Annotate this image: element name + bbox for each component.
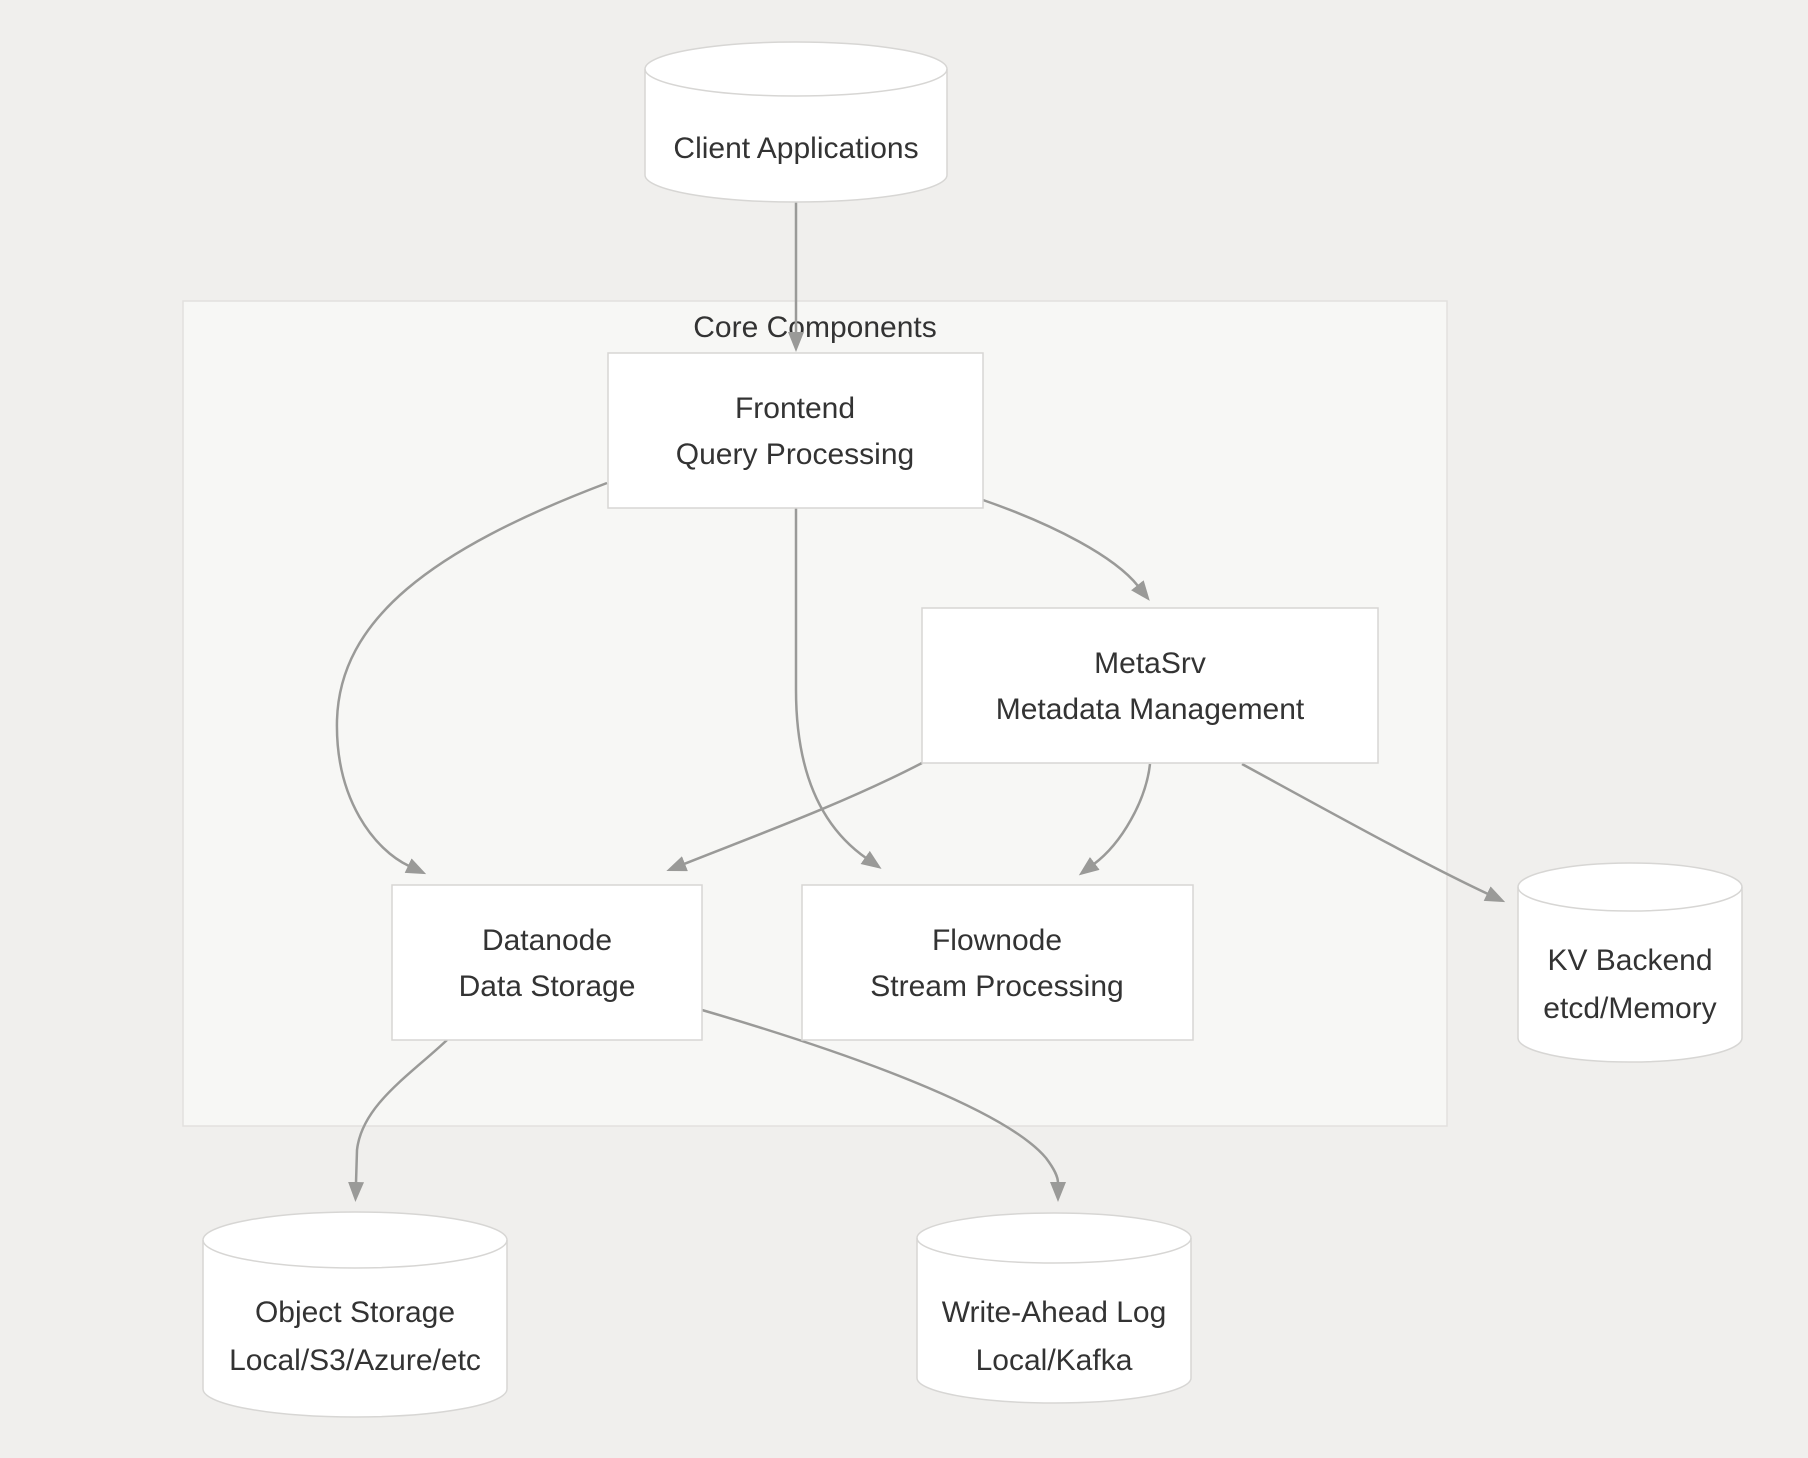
core-components-label: Core Components [693, 311, 936, 344]
write-ahead-log-label: Write-Ahead Log [942, 1296, 1167, 1329]
node-flownode: Flownode Stream Processing [801, 884, 1194, 1041]
edge-metasrv-kv-backend [1241, 762, 1506, 903]
kv-backend-cylinder-rim [1517, 886, 1743, 912]
node-write-ahead-log: Write-Ahead Log Local/Kafka [916, 1212, 1192, 1404]
edge-metasrv-datanode [666, 761, 923, 872]
node-object-storage: Object Storage Local/S3/Azure/etc [202, 1211, 508, 1418]
edge-metasrv-flownode [1078, 763, 1152, 876]
frontend-label: Frontend [735, 392, 855, 425]
edges-layer [335, 202, 1506, 1202]
node-frontend: Frontend Query Processing [607, 352, 984, 509]
node-datanode: Datanode Data Storage [391, 884, 703, 1041]
object-storage-cylinder-rim [202, 1239, 508, 1269]
frontend-box [607, 352, 984, 509]
edge-frontend-flownode [794, 508, 882, 869]
datanode-label: Datanode [482, 924, 612, 957]
write-ahead-log-cylinder-rim [916, 1237, 1192, 1264]
write-ahead-log-sublabel: Local/Kafka [976, 1344, 1133, 1377]
write-ahead-log-cylinder-icon [916, 1212, 1192, 1404]
datanode-sublabel: Data Storage [459, 970, 636, 1003]
edge-datanode-write-ahead-log [701, 1008, 1066, 1202]
edge-frontend-datanode [335, 481, 608, 875]
kv-backend-sublabel: etcd/Memory [1543, 992, 1716, 1025]
node-client-applications: Client Applications [644, 41, 948, 203]
flownode-sublabel: Stream Processing [870, 970, 1123, 1003]
metasrv-label: MetaSrv [1094, 647, 1206, 680]
node-metasrv: MetaSrv Metadata Management [921, 607, 1379, 764]
edge-frontend-metasrv [982, 498, 1150, 601]
object-storage-sublabel: Local/S3/Azure/etc [229, 1344, 481, 1377]
kv-backend-cylinder-icon [1517, 862, 1743, 1063]
metasrv-box [921, 607, 1379, 764]
metasrv-sublabel: Metadata Management [996, 693, 1305, 726]
edge-datanode-object-storage [348, 1039, 448, 1202]
kv-backend-label: KV Backend [1547, 944, 1712, 977]
client-cylinder-icon [644, 41, 948, 203]
client-applications-label: Client Applications [673, 132, 918, 165]
client-cylinder-rim [644, 68, 948, 97]
object-storage-cylinder-icon [202, 1211, 508, 1418]
flownode-box [801, 884, 1194, 1041]
object-storage-label: Object Storage [255, 1296, 455, 1329]
frontend-sublabel: Query Processing [676, 438, 914, 471]
node-kv-backend: KV Backend etcd/Memory [1517, 862, 1743, 1063]
flownode-label: Flownode [932, 924, 1062, 957]
datanode-box [391, 884, 703, 1041]
